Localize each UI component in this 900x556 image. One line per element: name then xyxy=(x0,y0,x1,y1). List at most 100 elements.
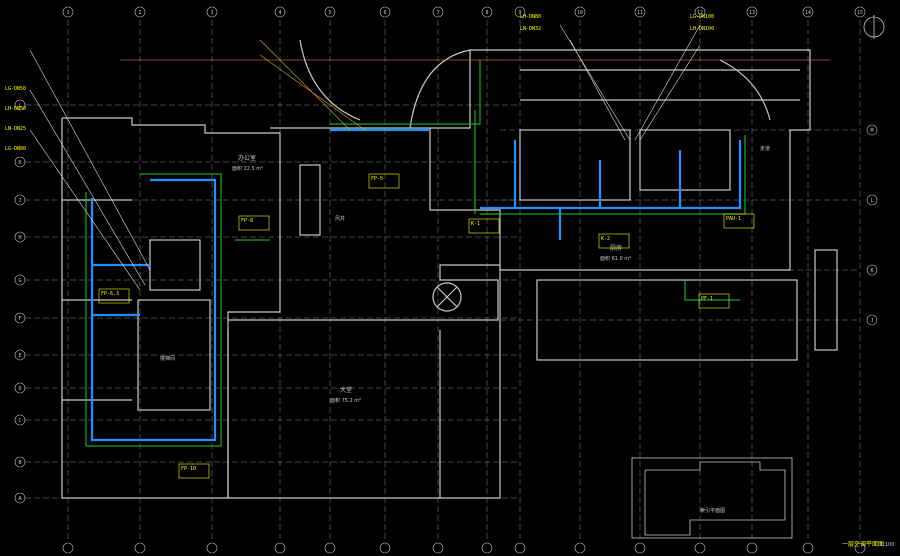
room-lobby-label: 大堂 xyxy=(340,386,352,394)
grid-bubble-top: 7 xyxy=(432,6,444,18)
key-plan-frame xyxy=(631,457,793,539)
grid-bubble-left: D xyxy=(14,382,26,394)
leader-1 xyxy=(29,49,151,271)
room-stair-label: 楼梯间 xyxy=(160,355,175,362)
north-arrow-icon xyxy=(863,15,885,39)
grid-label-left: F xyxy=(18,316,21,322)
grid-bubble-bottom xyxy=(324,542,336,554)
grid-label-left: C xyxy=(18,418,21,424)
grid-bubble-left: H xyxy=(14,231,26,243)
equipment-tag: K-2 xyxy=(598,233,630,249)
grid-label-left: B xyxy=(18,460,21,466)
grid-label-top: 15 xyxy=(857,10,863,16)
grid-bubble-top: 13 xyxy=(746,6,758,18)
grid-label-top: 12 xyxy=(697,10,703,16)
leader-6 xyxy=(559,24,631,141)
grid-bubble-bottom xyxy=(854,542,866,554)
grid-bubble-top: 11 xyxy=(634,6,646,18)
entrance-arc-1 xyxy=(299,39,361,121)
grid-label-top: 5 xyxy=(328,10,331,16)
pipe-south xyxy=(684,280,740,301)
equipment-tag: FP-8 xyxy=(238,215,270,231)
pipe-north xyxy=(330,60,481,125)
grid-label-top: 2 xyxy=(138,10,141,16)
east-rooms xyxy=(639,129,731,191)
grid-bubble-bottom xyxy=(802,542,814,554)
grid-label-top: 14 xyxy=(805,10,811,16)
pipe-note: LG-DN50 xyxy=(5,86,26,92)
room-kitchen-area: 面积 61.0 m² xyxy=(600,255,631,262)
grid-label-left: K xyxy=(18,160,21,166)
leader-3 xyxy=(29,129,141,291)
fan-cross-2 xyxy=(436,286,458,308)
grid-bubble-bottom xyxy=(634,542,646,554)
key-plan-label: 索引平面图 xyxy=(700,507,725,514)
fan-symbol-icon xyxy=(432,282,462,312)
pipe-note: LN-DN32 xyxy=(520,26,541,32)
pipe-west-loop xyxy=(85,173,222,447)
grid-label-right: K xyxy=(870,268,873,274)
equipment-tag: FP-6.3 xyxy=(98,288,130,304)
grid-bubble-bottom xyxy=(379,542,391,554)
west-wing-outline xyxy=(61,117,281,499)
grid-bubble-bottom xyxy=(274,542,286,554)
supply-ducts xyxy=(90,128,742,442)
grid-bubble-top: 9 xyxy=(514,6,526,18)
equipment-tag: FP-5 xyxy=(368,173,400,189)
grid-bubble-top: 5 xyxy=(324,6,336,18)
equipment-tag-label: PAU-1 xyxy=(726,216,741,222)
grid-label-top: 8 xyxy=(485,10,488,16)
pipe-note: LN-DN25 xyxy=(5,126,26,132)
duct-east-main xyxy=(480,140,742,210)
pipe-note: LG-DN80 xyxy=(5,146,26,152)
grid-bubble-left: K xyxy=(14,156,26,168)
equipment-tag-label: FP-10 xyxy=(181,466,196,472)
stair-east xyxy=(299,164,321,236)
pipe-note: LH-DN80 xyxy=(520,14,541,20)
pipe-note: LH-DN100 xyxy=(690,26,714,32)
equipment-tag-label: FP-6.3 xyxy=(101,291,119,297)
room-shaft-label: 风井 xyxy=(335,215,345,222)
grid-label-left: A xyxy=(18,496,21,502)
plan-title: 一层空调平面图 xyxy=(842,540,884,548)
grid-label-right: L xyxy=(870,198,873,204)
grid-label-top: 11 xyxy=(637,10,643,16)
grid-bubble-left: A xyxy=(14,492,26,504)
grid-label-top: 13 xyxy=(749,10,755,16)
pipe-note: LG-DN100 xyxy=(690,14,714,20)
grid-bubble-top: 4 xyxy=(274,6,286,18)
grid-bubble-bottom xyxy=(746,542,758,554)
plan-scale: 1:100 xyxy=(880,542,894,548)
leader-9 xyxy=(639,44,701,141)
grid-bubble-bottom xyxy=(134,542,146,554)
grid-bubble-left: L xyxy=(14,99,26,111)
leader-7 xyxy=(569,39,626,141)
duct-west-loop xyxy=(90,178,217,442)
equipment-tag-label: PF-1 xyxy=(701,296,713,302)
equipment-tag-label: FP-8 xyxy=(241,218,253,224)
leader-4 xyxy=(259,39,351,131)
equipment-tag-label: K-2 xyxy=(601,236,610,242)
grid-label-left: H xyxy=(18,235,21,241)
grid-bubble-top: 3 xyxy=(206,6,218,18)
grid-bubble-bottom xyxy=(62,542,74,554)
south-annex xyxy=(536,279,798,361)
grid-label-left: E xyxy=(18,353,21,359)
grid-bubble-right: K xyxy=(866,264,878,276)
grid-bubble-left: B xyxy=(14,456,26,468)
grid-label-top: 10 xyxy=(577,10,583,16)
grid-bubble-bottom xyxy=(694,542,706,554)
grid-bubble-top: 14 xyxy=(802,6,814,18)
equipment-tag-label: FP-5 xyxy=(371,176,383,182)
core-stair xyxy=(137,299,211,411)
leader-2 xyxy=(29,89,146,286)
grid-label-left: D xyxy=(18,386,21,392)
east-core xyxy=(519,129,631,201)
pipe-note: LH-DN50 xyxy=(5,106,26,112)
grid-bubble-top: 2 xyxy=(134,6,146,18)
grid-bubble-top: 8 xyxy=(481,6,493,18)
grid-label-left: G xyxy=(18,278,21,284)
grid-bubble-top: 15 xyxy=(854,6,866,18)
